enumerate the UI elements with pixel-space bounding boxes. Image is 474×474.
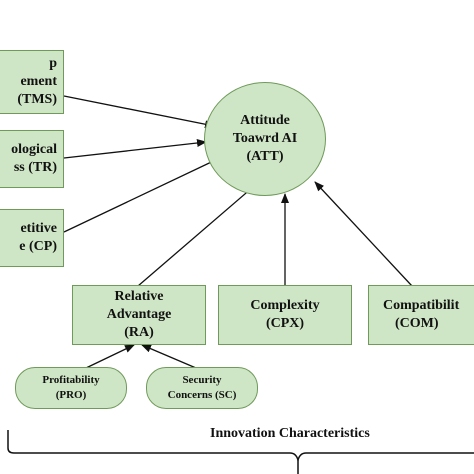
node-cp: etitive e (CP) xyxy=(0,209,64,267)
arrow-cp-att xyxy=(63,155,225,233)
node-com-line-1: Compatibilit xyxy=(383,298,460,313)
node-pro-line-2: (PRO) xyxy=(55,389,87,401)
node-att-line-1: Attitude xyxy=(240,113,290,128)
node-cpx: Complexity (CPX) xyxy=(218,285,352,345)
node-tms: p ement (TMS) xyxy=(0,50,64,114)
node-com-line-2: (COM) xyxy=(395,316,439,331)
arrow-pro-ra xyxy=(85,344,135,369)
node-att: Attitude Toawrd AI (ATT) xyxy=(204,82,326,196)
node-sc: Security Concerns (SC) xyxy=(146,367,258,409)
arrow-com-att xyxy=(314,181,413,287)
node-att-line-2: Toawrd AI xyxy=(232,131,298,146)
node-cp-line-2: e (CP) xyxy=(19,239,57,254)
group-brace xyxy=(7,430,474,463)
node-tr-line-1: ological xyxy=(11,142,57,157)
node-ra-line-2: Advantage xyxy=(106,307,172,322)
node-tms-line-2: ement xyxy=(20,74,57,89)
node-tr: ological ss (TR) xyxy=(0,130,64,188)
node-cpx-line-1: Complexity xyxy=(250,298,320,313)
node-com: Compatibilit (COM) xyxy=(368,285,474,345)
node-cpx-line-2: (CPX) xyxy=(265,316,305,331)
node-att-line-3: (ATT) xyxy=(246,149,284,164)
arrow-sc-ra xyxy=(141,344,197,369)
node-pro: Profitability (PRO) xyxy=(15,367,127,409)
node-cp-line-1: etitive xyxy=(20,221,57,236)
node-sc-line-1: Security xyxy=(182,374,222,386)
node-tms-line-3: (TMS) xyxy=(17,92,57,107)
node-tms-line-1: p xyxy=(49,56,57,71)
arrow-tms-att xyxy=(63,95,215,129)
node-ra-line-1: Relative xyxy=(114,289,164,304)
node-sc-line-2: Concerns (SC) xyxy=(167,389,237,401)
group-label: Innovation Characteristics xyxy=(210,426,370,441)
node-ra: Relative Advantage (RA) xyxy=(72,285,206,345)
node-tr-line-2: ss (TR) xyxy=(13,160,57,175)
arrow-ra-att xyxy=(137,180,261,287)
arrow-tr-att xyxy=(63,139,207,159)
node-pro-line-1: Profitability xyxy=(42,374,100,386)
node-ra-line-3: (RA) xyxy=(124,325,154,340)
